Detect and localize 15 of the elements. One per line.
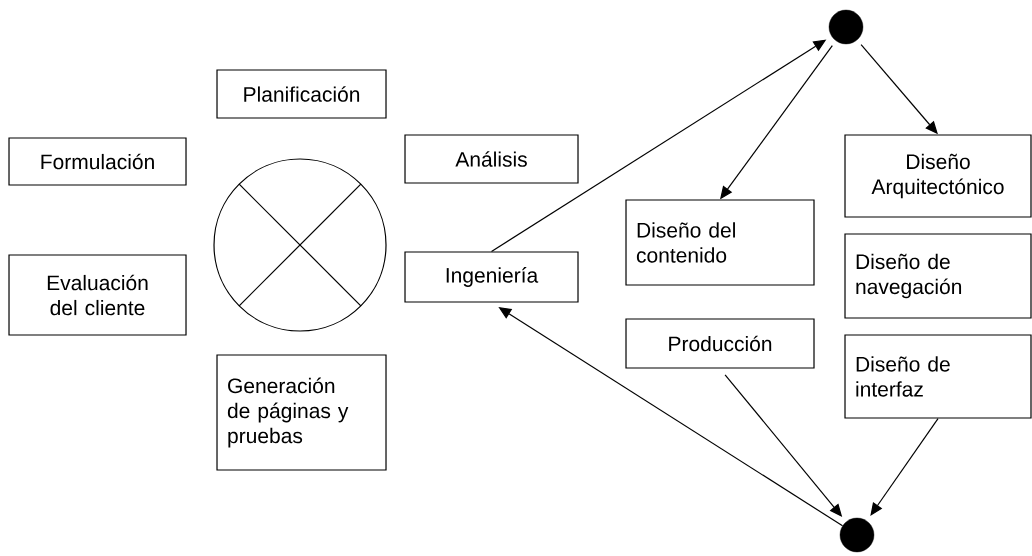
text-box: Diseño de interfaz: [844, 334, 1032, 419]
filled-dot: [839, 517, 875, 553]
text-box: Formulación: [8, 137, 187, 186]
text-box: Diseño Arquitectónico: [844, 134, 1032, 218]
text-box: Ingeniería: [404, 251, 579, 303]
text-box: Análisis: [404, 134, 579, 184]
text-box: Diseño del contenido: [625, 199, 815, 286]
text-box: Generación de páginas y pruebas: [216, 354, 387, 471]
text-box: Producción: [625, 318, 815, 369]
text-box: Diseño de navegación: [844, 233, 1032, 319]
text-box: Evaluación del cliente: [8, 254, 187, 336]
crossed-circle: [213, 158, 387, 332]
text-box: Planificación: [216, 69, 387, 119]
filled-dot: [828, 9, 864, 45]
arrow: [870, 418, 939, 516]
